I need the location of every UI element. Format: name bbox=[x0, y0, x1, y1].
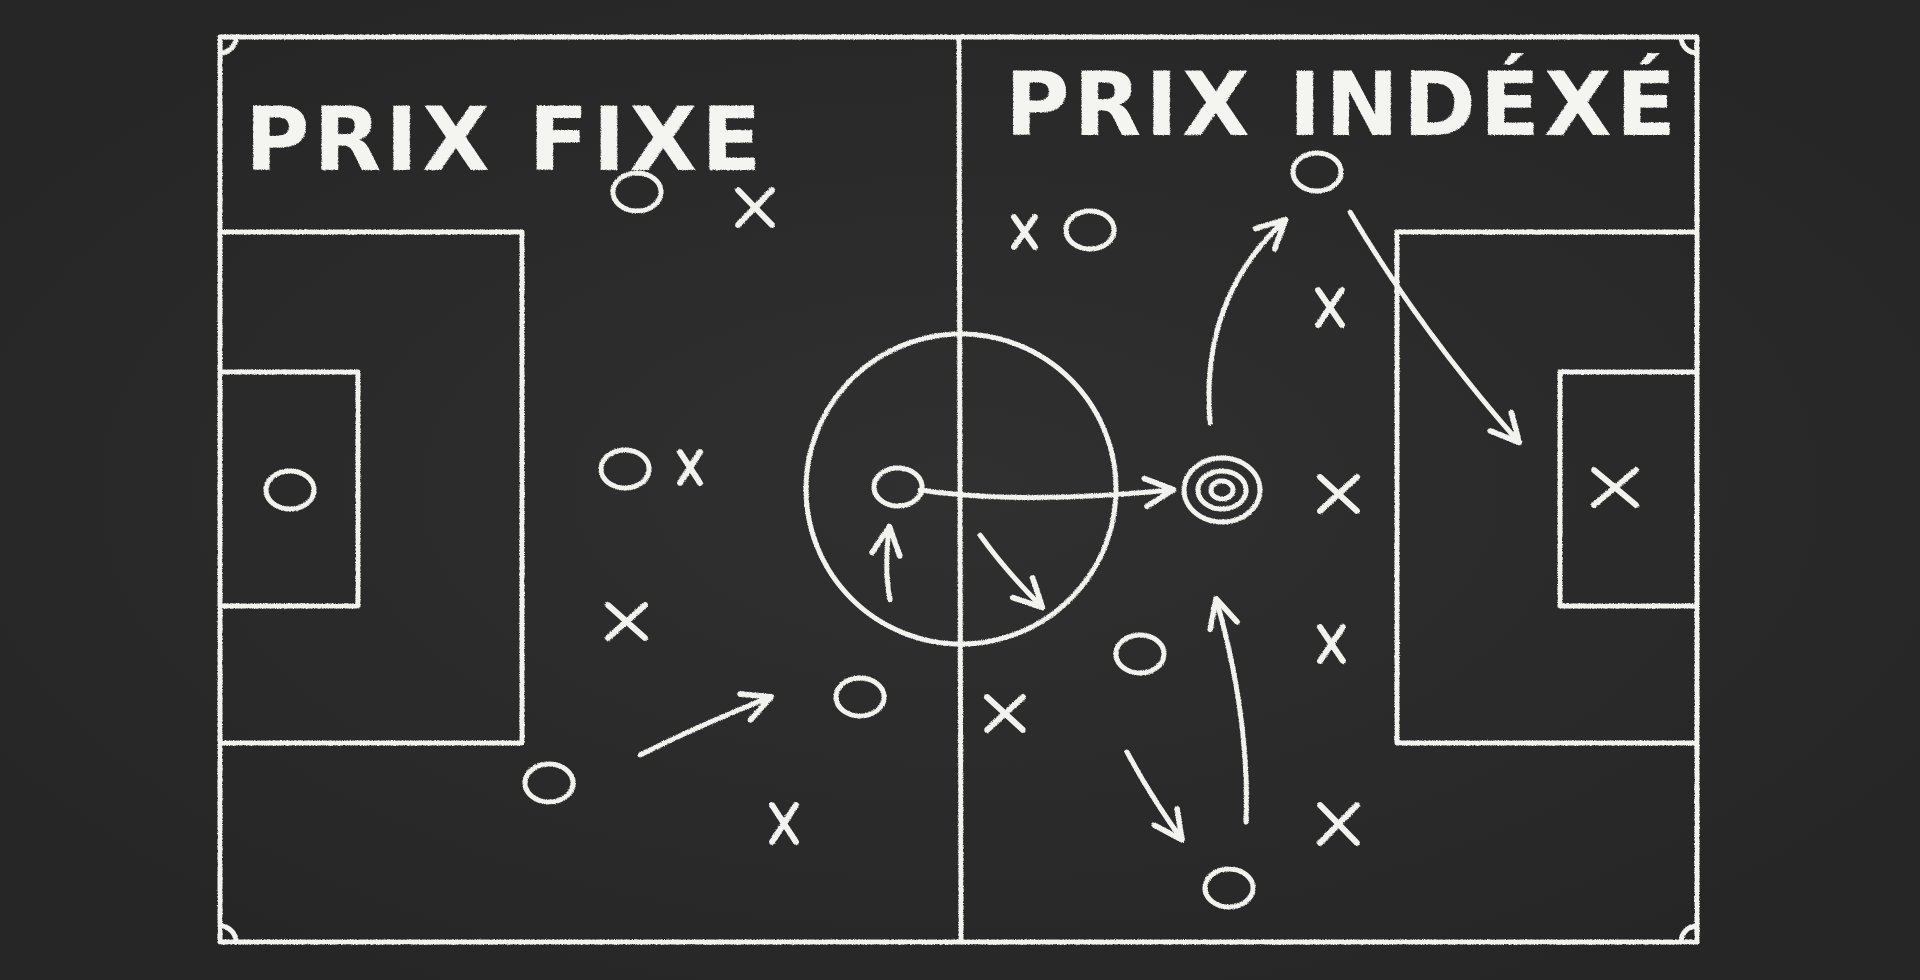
x-player bbox=[1317, 624, 1346, 664]
corner-arc-top-left bbox=[217, 34, 239, 56]
x-player bbox=[1317, 802, 1360, 846]
right-goal-area bbox=[1557, 369, 1700, 609]
o-player bbox=[1290, 150, 1344, 194]
right-half-title: PRIX INDÉXÉ bbox=[1005, 53, 1680, 156]
o-player bbox=[610, 170, 664, 214]
arrow-curve-up bbox=[1206, 216, 1289, 426]
o-player-highlighted-ring bbox=[1208, 478, 1236, 502]
arrow-pass-right bbox=[917, 475, 1177, 510]
pitch-lines bbox=[217, 34, 1700, 945]
x-player bbox=[769, 802, 799, 845]
corner-arc-bottom-left bbox=[217, 923, 239, 945]
arrow-run-down-right bbox=[977, 532, 1046, 611]
o-player bbox=[522, 761, 576, 805]
o-player bbox=[1113, 632, 1167, 676]
o-player bbox=[598, 447, 652, 491]
x-player bbox=[1011, 214, 1038, 250]
x-player bbox=[735, 187, 775, 228]
arrow-up-right-side bbox=[1207, 595, 1249, 825]
center-circle bbox=[803, 331, 1119, 647]
x-player bbox=[677, 449, 703, 486]
o-player-highlighted-ring bbox=[1195, 468, 1249, 512]
arrow-curve-down-right bbox=[1347, 209, 1523, 446]
arrow-run-up bbox=[869, 523, 903, 603]
x-player bbox=[1315, 287, 1345, 328]
x-player bbox=[984, 694, 1026, 733]
o-player bbox=[1063, 208, 1117, 252]
halfway-line bbox=[956, 34, 964, 945]
x-player bbox=[1591, 467, 1639, 508]
corner-arc-bottom-right bbox=[1678, 923, 1700, 945]
o-player bbox=[833, 675, 887, 719]
o-player bbox=[263, 468, 317, 512]
left-half-title: PRIX FIXE bbox=[245, 88, 765, 191]
o-player bbox=[1202, 866, 1256, 910]
movement-arrows bbox=[637, 209, 1523, 843]
o-players bbox=[263, 150, 1344, 910]
left-goal-area bbox=[217, 369, 361, 609]
corner-arc-top-right bbox=[1678, 34, 1700, 56]
x-player bbox=[1317, 474, 1360, 514]
x-players bbox=[605, 187, 1639, 846]
o-player bbox=[871, 465, 925, 509]
o-player-highlighted bbox=[1181, 455, 1263, 525]
arrow-down-right bbox=[1124, 749, 1185, 843]
arrow-diagonal-up bbox=[637, 691, 775, 758]
x-player bbox=[605, 602, 648, 641]
